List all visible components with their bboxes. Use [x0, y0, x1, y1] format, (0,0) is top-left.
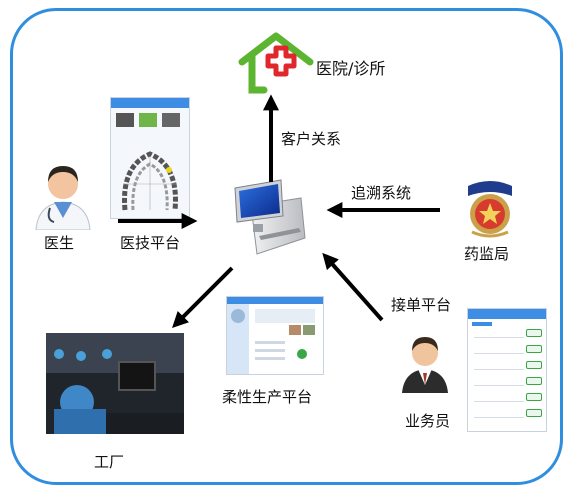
- hospital-icon: [238, 32, 314, 94]
- customer-relation-label: 客户关系: [281, 130, 342, 148]
- status-badge: [526, 361, 542, 369]
- factory-photo: [46, 333, 184, 434]
- form-line: [255, 341, 285, 344]
- status-badge: [526, 377, 542, 385]
- phone-header-bar: [468, 309, 546, 319]
- list-divider: [474, 385, 524, 386]
- salesperson-label: 业务员: [405, 412, 451, 430]
- photo-thumb: [162, 113, 180, 127]
- form-line: [255, 349, 285, 352]
- photo-thumb: [139, 113, 157, 127]
- app-header-bar: [227, 297, 323, 304]
- app-sidebar: [227, 304, 249, 374]
- monitor: [118, 361, 156, 391]
- hospital-label: 医院/诊所: [316, 59, 386, 78]
- drug-bureau-emblem-icon: [468, 181, 512, 238]
- worker-figure: [76, 351, 86, 361]
- flexible-platform-label: 柔性生产平台: [222, 388, 313, 406]
- order-platform-screenshot: [467, 308, 547, 432]
- flexible-platform-screenshot: [226, 296, 324, 375]
- salesperson-icon: [402, 337, 448, 393]
- worker-figure: [54, 349, 64, 359]
- status-badge: [526, 345, 542, 353]
- list-divider: [474, 417, 524, 418]
- header-panel: [255, 309, 315, 323]
- dental-platform-screenshot: [110, 97, 190, 219]
- status-dot-icon: [297, 349, 307, 359]
- factory-label: 工厂: [94, 453, 125, 471]
- status-badge: [526, 409, 542, 417]
- list-divider: [474, 353, 524, 354]
- list-divider: [474, 369, 524, 370]
- status-badge: [526, 329, 542, 337]
- worker-figure: [102, 349, 112, 359]
- doctor-label: 医生: [44, 234, 75, 252]
- computer-icon: [234, 179, 306, 255]
- arrow-to-factory: [172, 266, 234, 328]
- dental-platform-label: 医技平台: [120, 234, 181, 252]
- tab-indicator: [472, 322, 492, 326]
- photo-thumb: [289, 325, 301, 335]
- doctor-icon: [35, 166, 91, 230]
- drug-bureau-label: 药监局: [464, 245, 510, 263]
- phone-header-bar: [111, 98, 189, 108]
- list-divider: [474, 401, 524, 402]
- photo-thumb: [116, 113, 134, 127]
- form-line: [255, 357, 285, 360]
- workbench: [106, 413, 184, 434]
- worker-figure: [54, 409, 106, 434]
- status-badge: [526, 393, 542, 401]
- traceability-label: 追溯系统: [351, 184, 412, 202]
- teeth-chart-icon: [122, 151, 178, 211]
- list-divider: [474, 337, 524, 338]
- photo-thumb: [303, 325, 315, 335]
- order-platform-label: 接单平台: [391, 296, 452, 314]
- factory-background: [46, 333, 184, 373]
- avatar: [231, 309, 245, 323]
- diagram-frame: [10, 8, 563, 485]
- arrow-from-salesperson: [322, 252, 384, 322]
